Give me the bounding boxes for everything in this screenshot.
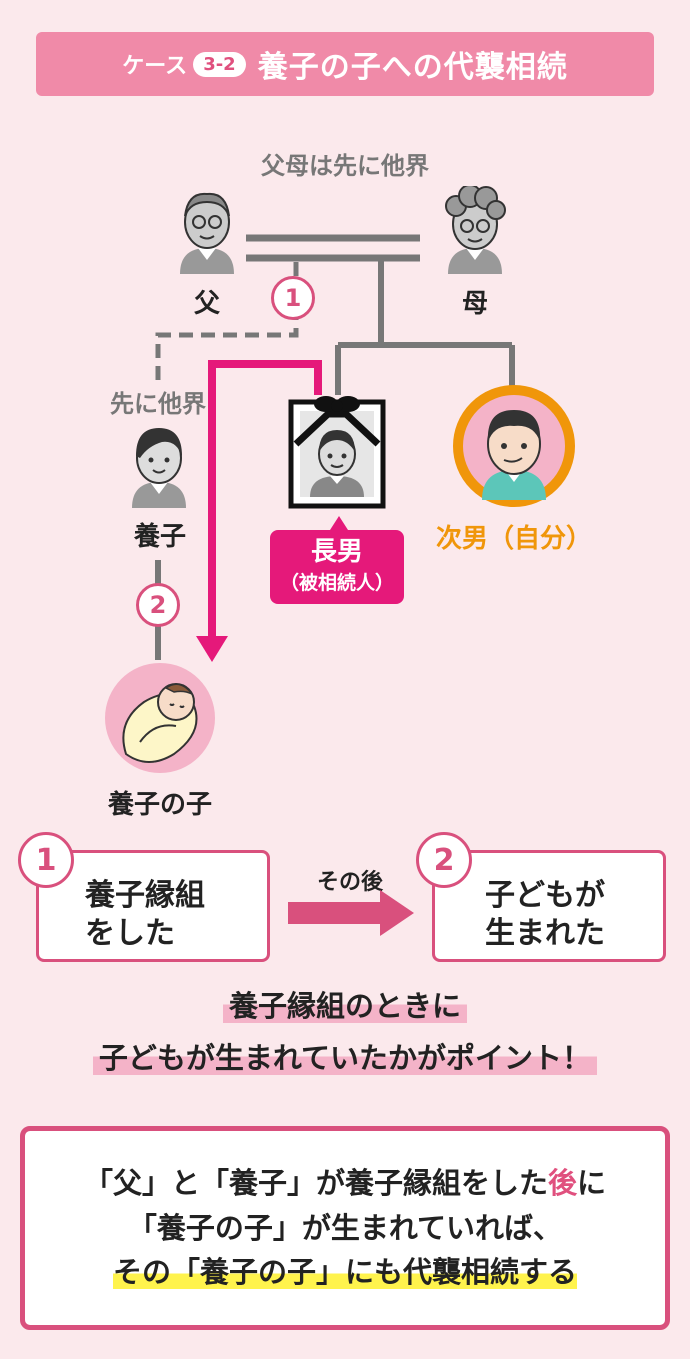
conclusion-line-1: 「父」と「養子」が養子縁組をした後に xyxy=(84,1161,606,1206)
case-title: 養子の子への代襲相続 xyxy=(257,50,568,85)
father-label: 父 xyxy=(193,289,220,319)
point-line-1: 養子縁組のときに xyxy=(222,989,467,1023)
adopted-child-label: 養子の子 xyxy=(107,790,212,820)
inheritance-path xyxy=(208,360,322,640)
tree-step-1-circle: 1 xyxy=(271,276,315,320)
step-2-line-2: 生まれた xyxy=(485,916,605,951)
adopted-avatar xyxy=(132,428,186,508)
decedent-label: （被相続人） xyxy=(279,572,394,594)
step-2-box: 子どもが 生まれた xyxy=(432,850,666,962)
tree-step-2-circle: 2 xyxy=(136,583,180,627)
eldest-tag-pointer xyxy=(330,516,348,530)
conclusion-line-2: 「養子の子」が生まれていれば、 xyxy=(127,1210,563,1245)
step-1-line-2: をした xyxy=(85,916,175,951)
step-1-number: 1 xyxy=(18,832,74,888)
step-1-line-1: 養子縁組 xyxy=(85,878,205,913)
step-2-line-1: 子どもが xyxy=(485,878,605,913)
second-son-label: 次男（自分） xyxy=(435,524,592,554)
point-line-2: 子どもが生まれていたかがポイント！ xyxy=(92,1041,598,1075)
case-label: ケース xyxy=(122,54,188,79)
adopted-note: 先に他界 xyxy=(110,390,206,418)
mother-avatar xyxy=(445,186,506,274)
conclusion-line-1-b: に xyxy=(577,1165,607,1200)
family-tree-lines xyxy=(155,234,515,662)
conclusion-line-3: その「養子の子」にも代襲相続する xyxy=(112,1255,577,1290)
case-number-badge: 3-2 xyxy=(193,51,246,77)
arrow-label: その後 xyxy=(316,870,383,895)
point-line-1-wrap: 養子縁組のときに xyxy=(0,986,690,1026)
adoption-dashed-line xyxy=(155,262,299,380)
adopted-label: 養子 xyxy=(133,522,186,552)
step-1-box: 養子縁組 をした xyxy=(36,850,270,962)
eldest-son-label: 長男 xyxy=(310,537,363,567)
baby-avatar xyxy=(105,663,215,773)
second-son-avatar xyxy=(453,385,575,507)
conclusion-box: 「父」と「養子」が養子縁組をした後に 「養子の子」が生まれていれば、 その「養子… xyxy=(20,1126,670,1330)
conclusion-line-1-a: 「父」と「養子」が養子縁組をした xyxy=(83,1165,548,1200)
conclusion-line-3-wrap: その「養子の子」にも代襲相続する xyxy=(112,1250,577,1295)
point-line-2-wrap: 子どもが生まれていたかがポイント！ xyxy=(0,1038,690,1078)
conclusion-line-1-highlight: 後 xyxy=(547,1165,577,1200)
step-2-number: 2 xyxy=(416,832,472,888)
eldest-son-tag: 長男 （被相続人） xyxy=(270,530,404,604)
case-header: ケース 3-2 養子の子への代襲相続 xyxy=(36,32,654,96)
inheritance-arrowhead xyxy=(196,636,228,662)
mother-label: 母 xyxy=(461,289,488,319)
sequence-arrow xyxy=(288,890,414,936)
parents-note: 父母は先に他界 xyxy=(261,152,429,180)
eldest-son-portrait xyxy=(288,396,386,509)
father-avatar xyxy=(180,192,234,274)
